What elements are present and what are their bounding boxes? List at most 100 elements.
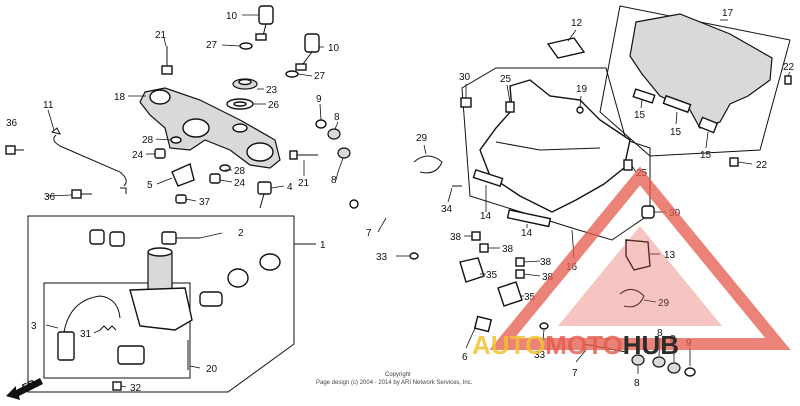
callout-21: 21 [155, 30, 167, 41]
connector-part [117, 345, 145, 365]
callout-35: 35 [486, 270, 498, 281]
callout-25: 25 [500, 74, 512, 85]
callout-27: 27 [314, 71, 326, 82]
nut-part [539, 322, 549, 330]
bracket-part [497, 281, 523, 307]
cover-part [546, 37, 586, 59]
spring-part [99, 325, 117, 331]
copyright-title: Copyright [385, 372, 411, 378]
watermark-logo: AUTOMOTOHUB [472, 166, 791, 360]
callout-8: 8 [634, 378, 640, 389]
cap-part [109, 231, 125, 247]
nut-part [349, 199, 359, 209]
assembly-box [27, 215, 295, 393]
callout-13: 13 [664, 250, 676, 261]
callout-8: 8 [334, 112, 340, 123]
cable-part [50, 127, 127, 194]
callout-1: 1 [320, 240, 326, 251]
nut-part [327, 128, 341, 140]
inner-cover-box [599, 5, 791, 157]
callout-32: 32 [130, 383, 142, 394]
callout-14: 14 [480, 211, 492, 222]
washer-part [285, 70, 299, 78]
callout-33: 33 [534, 350, 546, 361]
washer-part [315, 119, 327, 129]
nut-part [652, 356, 666, 368]
callout-2: 2 [238, 228, 244, 239]
bolt-part [5, 145, 24, 155]
callout-19: 19 [576, 84, 588, 95]
nut-part [576, 106, 584, 114]
clamp-part [619, 289, 645, 308]
nut-part [667, 362, 681, 374]
callout-24: 24 [132, 150, 144, 161]
bolt-part [515, 257, 525, 267]
screw-part [175, 194, 187, 204]
bolt-part [161, 46, 173, 75]
callout-38: 38 [540, 257, 552, 268]
callout-36: 36 [6, 118, 18, 129]
callout-15: 15 [634, 110, 646, 121]
callout-3: 3 [31, 321, 37, 332]
callout-4: 4 [287, 182, 293, 193]
callout-38: 38 [450, 232, 462, 243]
callout-30: 30 [459, 72, 471, 83]
key-part [295, 33, 320, 71]
callout-14: 14 [521, 228, 533, 239]
callout-21: 21 [298, 178, 310, 189]
callout-35: 35 [524, 292, 536, 303]
callout-24: 24 [234, 178, 246, 189]
nut-part [170, 136, 182, 144]
callout-18: 18 [114, 92, 126, 103]
callout-31: 31 [80, 329, 92, 340]
copyright-notice: Page design (c) 2004 - 2014 by ARI Netwo… [316, 380, 473, 386]
callout-5: 5 [147, 180, 153, 191]
nut-part [337, 147, 351, 159]
key-part [161, 231, 200, 245]
washer-part [684, 367, 696, 377]
bolt-part [460, 97, 472, 108]
cap-part [89, 229, 105, 245]
washer-part [239, 42, 253, 50]
callout-20: 20 [206, 364, 218, 375]
bolt-part [515, 269, 525, 279]
callout-10: 10 [328, 43, 340, 54]
callout-12: 12 [571, 18, 583, 29]
grommet-part [505, 101, 515, 113]
callout-15: 15 [670, 127, 682, 138]
bolt-part [479, 243, 489, 253]
callout-33: 33 [376, 252, 388, 263]
cap-part [259, 253, 281, 271]
nut-part [219, 164, 231, 172]
ignition-switch-part [129, 247, 193, 331]
callout-34: 34 [441, 204, 453, 215]
sub-assembly-box [43, 282, 191, 379]
nut-part [409, 252, 419, 260]
callout-8: 8 [657, 328, 663, 339]
bolt-part [71, 189, 92, 199]
nut-part [631, 354, 645, 366]
callout-38: 38 [542, 272, 554, 283]
callout-6: 6 [462, 352, 468, 363]
grommet-part [623, 159, 633, 171]
callout-28: 28 [142, 135, 154, 146]
callout-38: 38 [502, 244, 514, 255]
callout-7: 7 [366, 228, 372, 239]
nut-part [154, 148, 166, 159]
callout-23: 23 [266, 85, 278, 96]
callout-8: 8 [331, 175, 337, 186]
cowl-outline-box [461, 67, 651, 241]
callout-15: 15 [700, 150, 712, 161]
cowl-part [472, 79, 631, 228]
bracket-part [459, 257, 485, 283]
watermark-text-auto: AUTOMOTOHUB [472, 330, 679, 360]
callout-29: 29 [658, 298, 670, 309]
clamp-part [171, 163, 195, 187]
callout-37: 37 [199, 197, 211, 208]
cap-part [227, 268, 249, 288]
clamp-part [413, 155, 443, 174]
screw-part [784, 75, 792, 85]
callout-22: 22 [756, 160, 768, 171]
